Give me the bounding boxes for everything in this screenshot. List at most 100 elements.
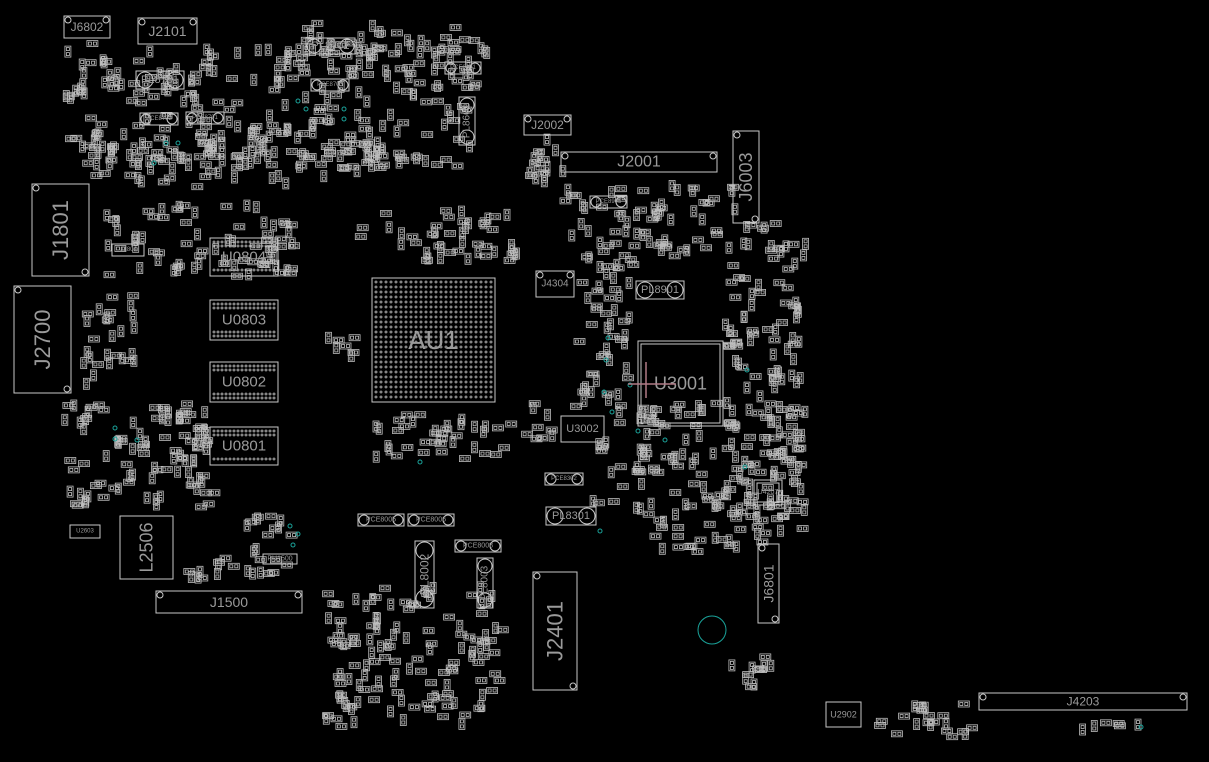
ball [469,375,473,379]
ball [220,306,224,310]
smd-component [99,54,107,67]
component-pce8008[interactable]: PCE8008 [454,539,502,553]
smd-component [168,162,176,175]
component-j2002[interactable]: J2002 [523,114,572,136]
smd-component [401,443,414,451]
component-u0801[interactable]: U0801 [209,426,279,466]
smd-component [106,357,113,370]
ball [224,330,228,334]
component-pl8702[interactable]: PL8702 [305,37,356,55]
component-j4304[interactable]: J4304 [535,270,575,298]
component-u4207[interactable]: U4207 [753,479,783,506]
component-u0804[interactable]: U0804 [209,237,279,277]
terminal [545,473,557,485]
ball [389,370,393,374]
ball [248,334,252,338]
smd-component [95,303,103,316]
refdes-label: J2401 [543,601,568,661]
ball [469,285,473,289]
component-pu1500[interactable]: PU1500 [262,553,298,565]
ball [394,295,398,299]
component-pl8002[interactable]: PL8002 [414,540,435,609]
ball [454,360,458,364]
component-pce8006[interactable]: PCE8006 [407,513,455,527]
component-j4203[interactable]: J4203 [978,692,1188,711]
component-l2506[interactable]: L2506 [119,515,174,580]
ball [394,280,398,284]
smd-component [346,72,359,80]
ball [439,370,443,374]
component-j1500[interactable]: J1500 [155,590,303,614]
smd-component [426,643,434,656]
smd-component [67,466,80,474]
smd-component [423,246,431,259]
component-j1801[interactable]: J1801 [31,183,90,277]
smd-component [80,423,88,436]
ball [379,315,383,319]
component-pce8703[interactable]: PCE8703 [310,78,350,92]
smd-component [672,508,679,521]
ball [216,392,220,396]
refdes-label: PL8701 [141,74,179,86]
component-pl8003[interactable]: PL8003 [476,557,494,609]
ball [479,315,483,319]
refdes-label: L2506 [137,522,157,572]
component-outline [111,243,145,257]
ball [272,457,276,461]
component-u2902[interactable]: U2902 [825,701,862,728]
smd-component [486,226,499,233]
component-j6801[interactable]: J6801 [757,543,780,624]
smd-component [325,331,332,344]
smd-component [439,207,452,215]
component-pce8905[interactable]: PCE8905 [589,195,628,209]
smd-component [387,598,395,611]
smd-component [388,50,401,58]
component-j2401[interactable]: J2401 [532,571,578,691]
component-u3002[interactable]: U3002 [560,415,605,443]
component-j2700[interactable]: J2700 [13,285,72,394]
component-pl8601[interactable]: PL8601 [458,96,476,146]
component-pce8701[interactable]: PCE8701 [185,111,225,125]
refdes-label: J1500 [210,594,248,610]
ball [424,390,428,394]
component-j2001[interactable]: J2001 [560,151,718,173]
ball [220,244,224,248]
ball [484,325,488,329]
ball [399,300,403,304]
smd-component [368,658,381,666]
component-pce8601[interactable]: PCE8601 [444,61,482,75]
component-pce8302[interactable]: PCE8302 [544,472,584,486]
component-pl8701[interactable]: PL8701 [135,70,185,90]
component-au1[interactable]: AU1 [371,277,496,403]
smd-component [424,705,437,713]
component-u0803[interactable]: U0803 [209,299,279,341]
terminal [140,113,152,125]
smd-component [131,153,143,161]
smd-component [254,44,262,57]
component-pce8005[interactable]: PCE8005 [357,513,405,527]
smd-component [744,238,752,251]
ball [434,335,438,339]
component-pl8301[interactable]: PL8301 [545,506,597,526]
component-u0802[interactable]: U0802 [209,361,279,403]
ball [459,315,463,319]
component-pce8702[interactable]: PCE8702 [139,112,179,126]
smd-component [541,170,548,183]
ball [264,364,268,368]
component-j6003[interactable]: J6003 [732,130,760,224]
ball [414,295,418,299]
component-j2101[interactable]: J2101 [137,17,198,45]
test-via [341,116,347,122]
ball [434,315,438,319]
smd-component [394,65,407,73]
smd-component [108,215,120,223]
component-u2603[interactable]: U2603 [69,524,101,539]
smd-component [193,228,201,241]
component-pl8901[interactable]: PL8901 [635,280,685,300]
component-j6802[interactable]: J6802 [63,15,111,39]
component-u1804[interactable]: U1804 [111,243,145,257]
smd-component [279,220,292,228]
smd-component [391,689,404,696]
smd-component [786,423,798,431]
